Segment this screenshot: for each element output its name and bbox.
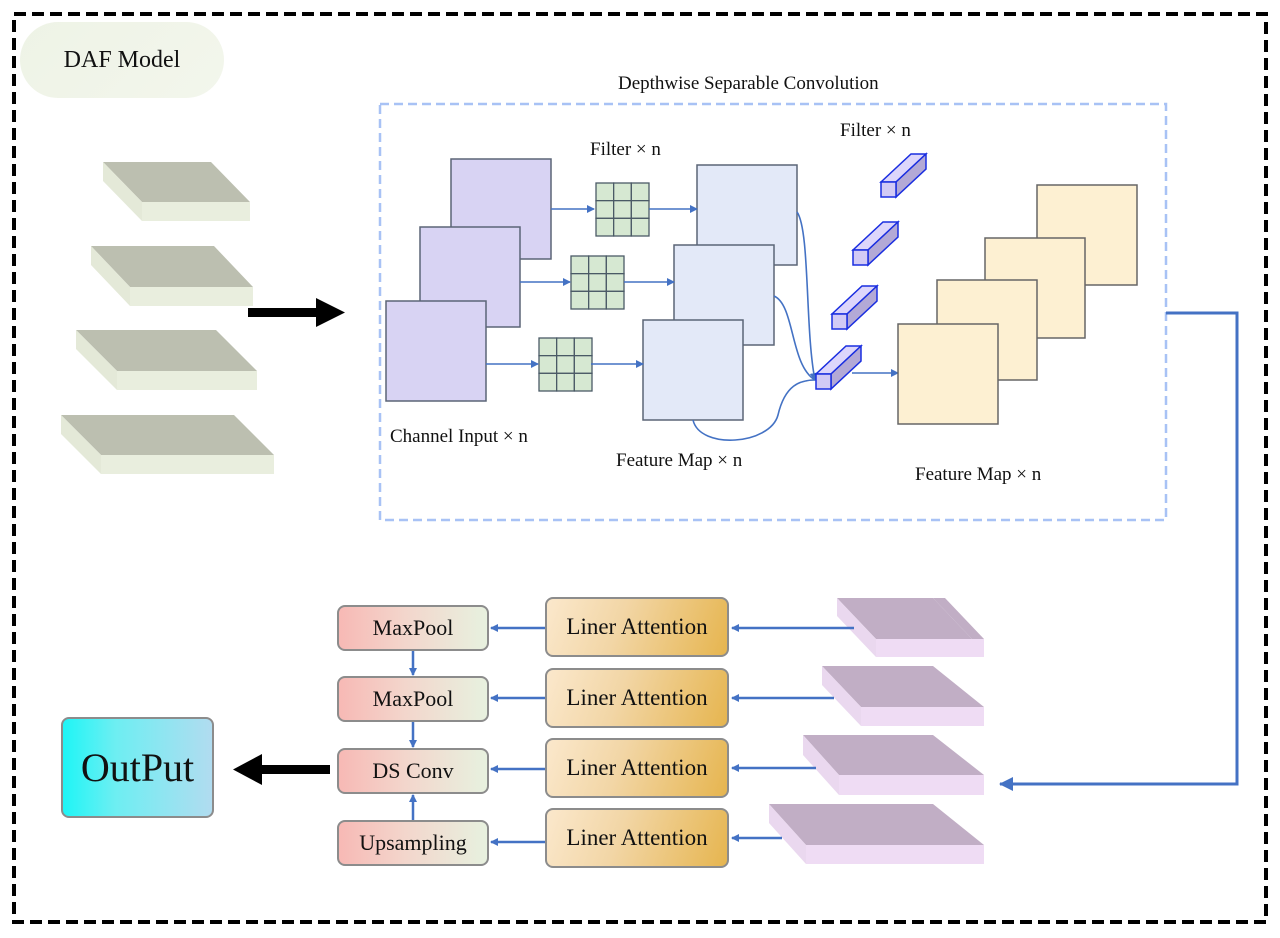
encoded-slab bbox=[769, 804, 984, 864]
pointwise-filters bbox=[814, 152, 928, 391]
filter-grid-cell bbox=[605, 273, 625, 292]
input-slab bbox=[91, 246, 253, 306]
model-title-badge: DAF Model bbox=[20, 22, 224, 98]
filter-grid-cell bbox=[538, 355, 558, 374]
filter-grid-cell bbox=[605, 290, 625, 310]
filter-grid-cell bbox=[630, 217, 650, 237]
filter-grid bbox=[538, 337, 593, 392]
filter-grid-cell bbox=[556, 337, 575, 357]
feature-map-label-1: Feature Map × n bbox=[616, 450, 743, 471]
encoded-slab bbox=[822, 666, 984, 726]
filter-grid-cell bbox=[573, 355, 593, 374]
filter-grid bbox=[570, 255, 625, 310]
depthwise-filter-label: Filter × n bbox=[590, 139, 661, 160]
filter-grid-cell bbox=[573, 372, 593, 392]
op-box-ds-conv: DS Conv bbox=[337, 748, 489, 794]
model-title: DAF Model bbox=[63, 46, 181, 73]
attention-box: Liner Attention bbox=[545, 668, 729, 728]
filter-grid-cell bbox=[588, 290, 607, 310]
feature-maps-1 bbox=[642, 164, 798, 421]
output-feature-map-square bbox=[897, 323, 999, 425]
filter-grid-cell bbox=[538, 337, 558, 357]
filter-grid-cell bbox=[588, 273, 607, 292]
output-box: OutPut bbox=[61, 717, 214, 818]
op-label: MaxPool bbox=[372, 686, 454, 711]
dsc-to-decoder-connector bbox=[999, 311, 1239, 791]
dsc-title: Depthwise Separable Convolution bbox=[618, 73, 879, 94]
encoded-slab bbox=[837, 598, 984, 657]
op-box-maxpool-1: MaxPool bbox=[337, 605, 489, 651]
filter-grid-cell bbox=[630, 200, 650, 219]
attention-label: Liner Attention bbox=[566, 755, 708, 780]
filter-grid-cell bbox=[595, 182, 615, 202]
op-box-upsampling: Upsampling bbox=[337, 820, 489, 866]
filter-grid-cell bbox=[613, 200, 632, 219]
op-label: DS Conv bbox=[372, 758, 454, 783]
input-slabs bbox=[61, 162, 274, 474]
filter-grid-cell bbox=[570, 290, 590, 310]
op-box-maxpool-2: MaxPool bbox=[337, 676, 489, 722]
filter-grid-cell bbox=[570, 255, 590, 275]
depthwise-filters bbox=[538, 182, 650, 392]
pointwise-filter-cube bbox=[879, 152, 928, 199]
attention-label: Liner Attention bbox=[566, 685, 708, 710]
output-arrow bbox=[233, 754, 330, 785]
filter-grid-cell bbox=[613, 217, 632, 237]
filter-grid-cell bbox=[588, 255, 607, 275]
pointwise-filter-label: Filter × n bbox=[840, 120, 911, 141]
filter-grid-cell bbox=[556, 355, 575, 374]
pointwise-filter-cube bbox=[814, 344, 863, 391]
channel-input-label: Channel Input × n bbox=[390, 426, 528, 447]
attention-to-ops-arrows bbox=[490, 624, 545, 846]
filter-grid-cell bbox=[605, 255, 625, 275]
filter-grid-cell bbox=[613, 182, 632, 202]
filter-grid-cell bbox=[595, 200, 615, 219]
input-slab bbox=[76, 330, 257, 390]
encoded-slabs bbox=[769, 598, 984, 864]
slab-to-attention-arrows bbox=[731, 624, 854, 842]
filter-grid-cell bbox=[538, 372, 558, 392]
channel-input-square bbox=[385, 300, 487, 402]
filter-grid-cell bbox=[630, 182, 650, 202]
attention-box: Liner Attention bbox=[545, 597, 729, 657]
filter-grid-cell bbox=[556, 372, 575, 392]
op-label: Upsampling bbox=[359, 830, 467, 855]
filter-grid bbox=[595, 182, 650, 237]
filter-grid-cell bbox=[595, 217, 615, 237]
input-to-dsc-arrow bbox=[248, 298, 345, 327]
attention-label: Liner Attention bbox=[566, 614, 708, 639]
attention-label: Liner Attention bbox=[566, 825, 708, 850]
feature-map-label-2: Feature Map × n bbox=[915, 464, 1042, 485]
attention-box: Liner Attention bbox=[545, 738, 729, 798]
dsc-connectors bbox=[486, 205, 899, 441]
input-slab bbox=[61, 415, 274, 474]
encoded-slab bbox=[803, 735, 984, 795]
op-label: MaxPool bbox=[372, 615, 454, 640]
feature-maps-2 bbox=[897, 184, 1138, 425]
attention-box: Liner Attention bbox=[545, 808, 729, 868]
filter-grid-cell bbox=[570, 273, 590, 292]
filter-grid-cell bbox=[573, 337, 593, 357]
pointwise-filter-cube bbox=[830, 284, 879, 331]
pointwise-filter-cube bbox=[851, 220, 900, 267]
feature-map-square bbox=[642, 319, 744, 421]
output-label: OutPut bbox=[80, 745, 195, 790]
input-slab bbox=[103, 162, 250, 221]
